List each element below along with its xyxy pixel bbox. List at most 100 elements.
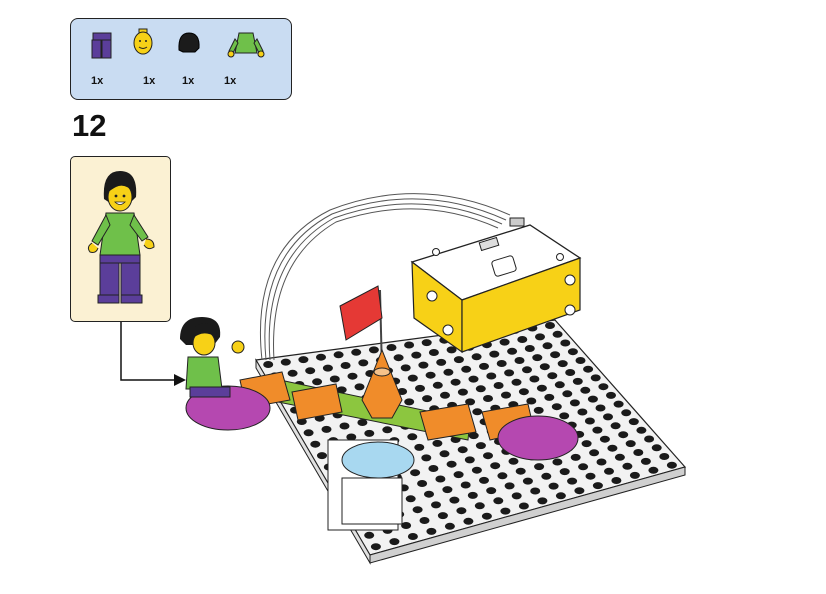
- baseplate-stud: [471, 353, 482, 361]
- baseplate-stud: [537, 497, 548, 505]
- baseplate-stud: [567, 477, 578, 485]
- baseplate-stud: [312, 378, 323, 386]
- baseplate-stud: [551, 403, 562, 411]
- baseplate-stud: [483, 395, 493, 402]
- baseplate-stud: [604, 467, 614, 475]
- baseplate-stud: [508, 457, 519, 465]
- hub-cable: [259, 193, 511, 361]
- baseplate-stud: [453, 356, 464, 364]
- baseplate-stud: [404, 341, 415, 349]
- parts-qty-label: 1x: [224, 75, 237, 87]
- baseplate-stud: [389, 538, 400, 546]
- baseplate-stud: [351, 348, 362, 356]
- baseplate-stud: [547, 372, 558, 380]
- baseplate-stud: [572, 377, 583, 385]
- baseplate-stud: [554, 381, 565, 389]
- baseplate-stud: [633, 449, 644, 456]
- baseplate-stud: [450, 378, 461, 386]
- baseplate-stud: [460, 481, 471, 489]
- black-hair-icon: [178, 32, 200, 53]
- spike-prime-hub: [410, 217, 582, 354]
- baseplate-stud: [440, 391, 450, 399]
- baseplate-stud: [426, 527, 437, 535]
- baseplate-stud: [287, 369, 298, 377]
- baseplate-stud: [316, 353, 326, 361]
- baseplate-stud: [456, 507, 467, 515]
- baseplate-stud: [475, 442, 486, 450]
- parts-list-box: 1x 1x 1x 1x: [70, 18, 292, 100]
- baseplate-stud: [340, 362, 351, 369]
- baseplate-stud: [428, 465, 439, 472]
- baseplate-stud: [539, 363, 550, 371]
- baseplate-stud: [407, 374, 418, 382]
- baseplate-stud: [386, 344, 397, 351]
- baseplate-stud: [479, 476, 489, 484]
- baseplate-stud: [613, 400, 624, 408]
- baseplate-stud: [565, 369, 576, 376]
- baseplate-stud: [511, 492, 522, 500]
- baseplate-stud: [545, 322, 555, 329]
- baseplate-stud: [534, 463, 545, 471]
- baseplate-stud: [541, 472, 552, 480]
- baseplate-stud: [305, 367, 316, 375]
- baseplate-stud: [417, 480, 428, 487]
- baseplate-stud: [618, 431, 629, 439]
- baseplate-stud: [464, 456, 475, 464]
- baseplate-stud: [666, 461, 677, 469]
- baseplate-stud: [659, 453, 670, 460]
- baseplate-stud: [422, 395, 433, 403]
- baseplate-stud: [339, 422, 350, 430]
- baseplate-stud: [533, 406, 544, 414]
- baseplate-stud: [475, 385, 486, 393]
- baseplate-stud: [524, 345, 535, 352]
- baseplate-stud: [444, 522, 455, 530]
- baseplate-stud: [303, 429, 314, 437]
- baseplate-stud: [432, 381, 443, 389]
- baseplate-stud: [536, 384, 547, 392]
- baseplate-stud: [592, 426, 603, 434]
- baseplate-stud: [298, 356, 309, 364]
- baseplate-stud: [431, 501, 441, 509]
- baseplate-stud: [407, 533, 418, 540]
- baseplate-stud: [499, 338, 510, 346]
- baseplate-stud: [587, 395, 598, 403]
- baseplate-stud: [501, 391, 511, 399]
- baseplate-stud: [542, 342, 553, 350]
- baseplate-stud: [496, 360, 507, 367]
- baseplate-stud: [504, 482, 515, 490]
- baseplate-stud: [532, 354, 543, 362]
- baseplate-stud: [550, 351, 561, 359]
- baseplate-stud: [474, 502, 485, 510]
- baseplate-stud: [598, 383, 609, 391]
- baseplate-stud: [424, 490, 434, 498]
- baseplate-stud: [644, 435, 655, 443]
- baseplate-stud: [443, 368, 454, 376]
- baseplate-stud: [280, 358, 291, 366]
- baseplate-stud: [562, 390, 573, 398]
- baseplate-stud: [570, 453, 581, 461]
- baseplate-stud: [404, 398, 415, 406]
- baseplate-stud: [603, 413, 613, 421]
- baseplate-stud: [517, 336, 528, 343]
- baseplate-stud: [457, 446, 468, 454]
- baseplate-stud: [393, 354, 404, 362]
- seated-minifigure: [180, 317, 245, 398]
- baseplate-stud: [651, 444, 662, 452]
- baseplate-stud: [578, 463, 589, 471]
- baseplate-stud: [507, 347, 518, 355]
- parts-qty-label: 1x: [143, 75, 156, 87]
- baseplate-stud: [526, 397, 537, 405]
- baseplate-stud: [358, 359, 369, 367]
- baseplate-stud: [548, 482, 559, 490]
- baseplate-stud: [589, 449, 600, 457]
- baseplate-stud: [457, 388, 468, 396]
- baseplate-stud: [428, 349, 439, 356]
- baseplate-stud: [461, 365, 472, 373]
- baseplate-stud: [407, 433, 418, 441]
- baseplate-stud: [442, 486, 453, 494]
- baseplate-stud: [493, 382, 504, 389]
- baseplate-stud: [640, 457, 651, 465]
- baseplate-stud: [410, 469, 421, 477]
- baseplate-stud: [468, 375, 479, 383]
- baseplate-stud: [606, 391, 616, 399]
